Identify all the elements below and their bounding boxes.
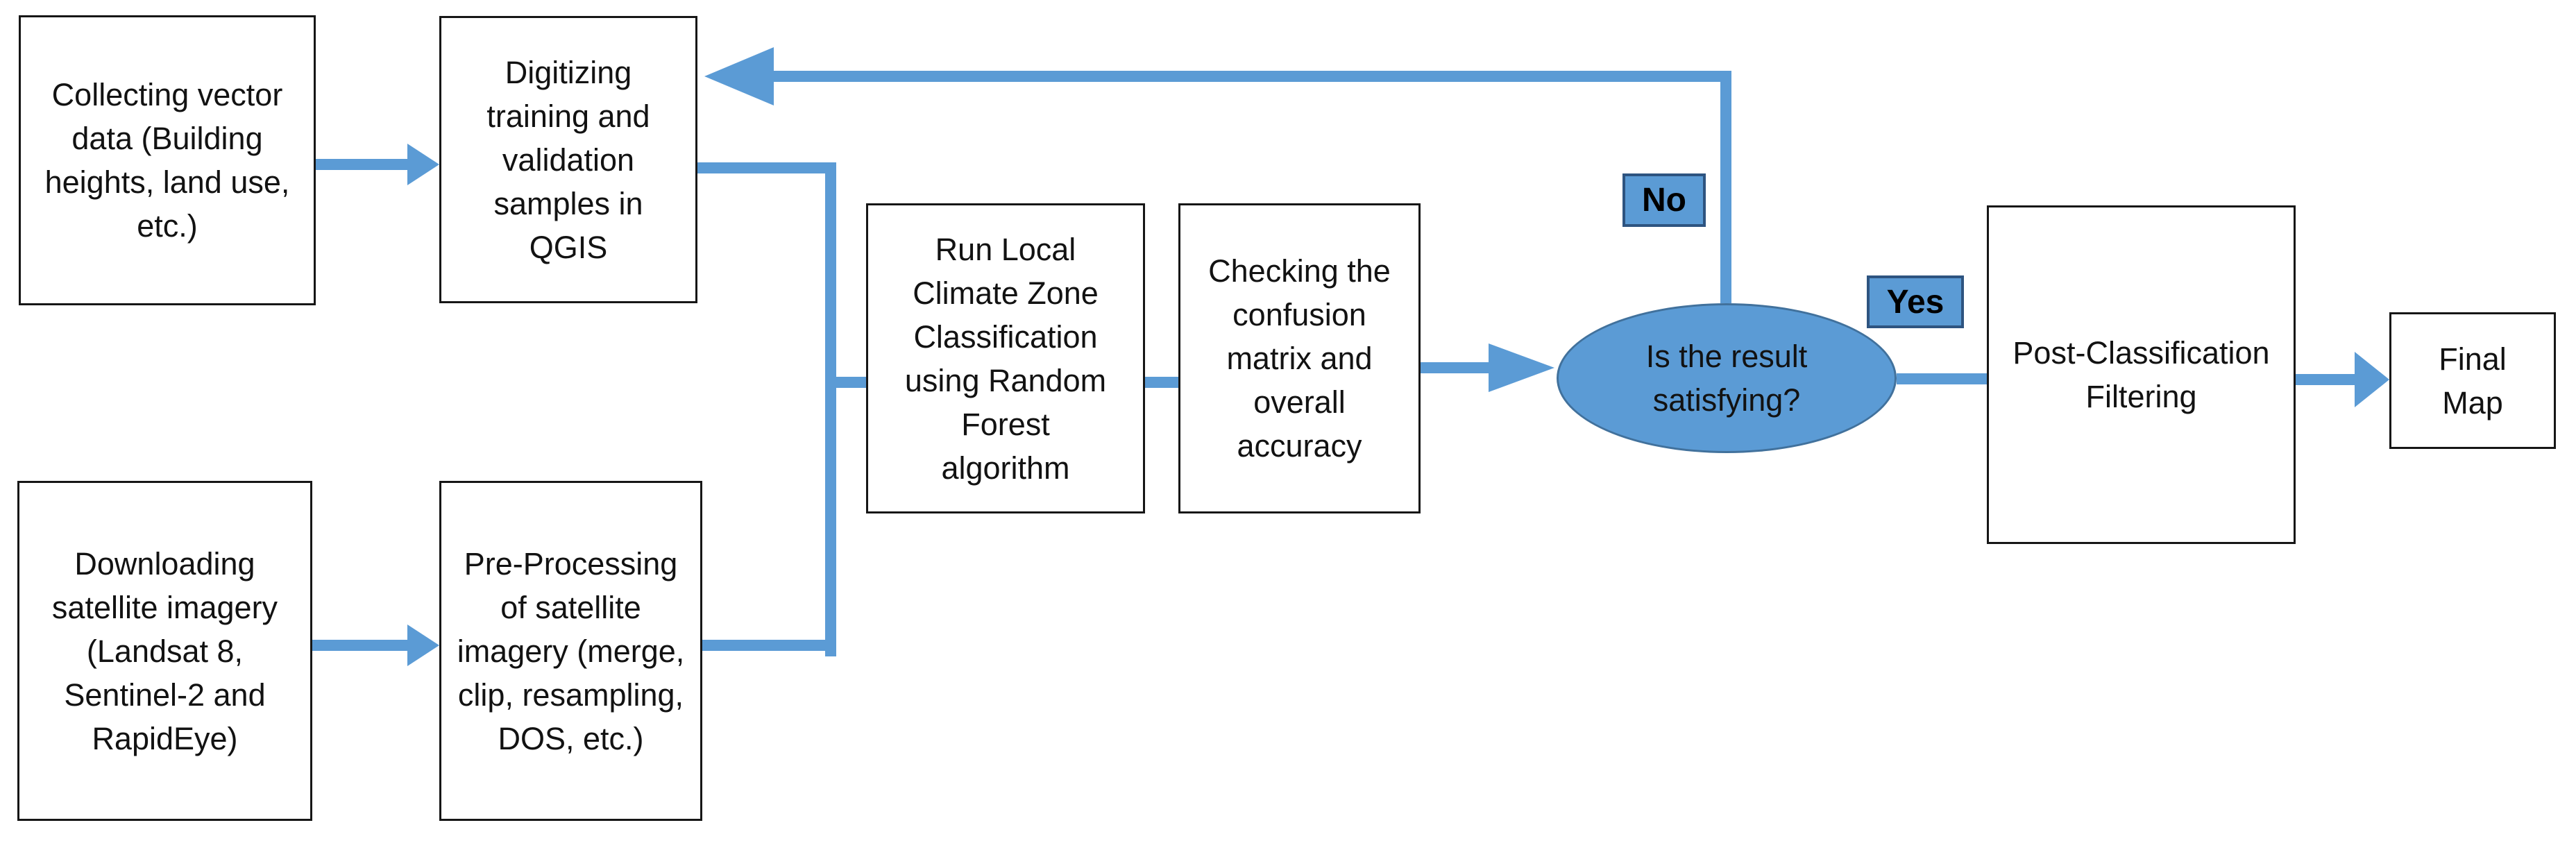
node-label: Post-Classification Filtering bbox=[2012, 335, 2270, 414]
edge-label-text: No bbox=[1642, 182, 1686, 219]
node-decision-is-result-satisfying: Is the result satisfying? bbox=[1557, 303, 1897, 453]
node-label: Downloading satellite imagery (Landsat 8… bbox=[51, 545, 278, 756]
arrow-download-to-preprocess-shaft bbox=[312, 640, 407, 651]
node-check-confusion-matrix: Checking the confusion matrix and overal… bbox=[1178, 203, 1421, 513]
node-preprocessing-satellite-imagery: Pre-Processing of satellite imagery (mer… bbox=[439, 481, 702, 821]
node-digitizing-samples-qgis: Digitizing training and validation sampl… bbox=[439, 16, 697, 303]
arrow-left-icon bbox=[704, 47, 774, 105]
node-label: Run Local Climate Zone Classification us… bbox=[904, 231, 1107, 486]
arrow-right-icon bbox=[407, 144, 439, 185]
node-label: Is the result satisfying? bbox=[1645, 339, 1808, 418]
arrow-collect-to-digitize-shaft bbox=[316, 159, 407, 170]
edge-label-no: No bbox=[1622, 173, 1706, 227]
arrow-right-icon bbox=[2355, 352, 2389, 407]
edge-label-text: Yes bbox=[1886, 283, 1944, 321]
arrow-post-to-final-shaft bbox=[2296, 374, 2355, 385]
line-merge-trunk-vertical bbox=[825, 162, 836, 656]
node-post-classification-filtering: Post-Classification Filtering bbox=[1987, 205, 2296, 544]
line-lcz-to-check bbox=[1145, 377, 1178, 388]
node-label: Checking the confusion matrix and overal… bbox=[1208, 253, 1391, 464]
node-label: Digitizing training and validation sampl… bbox=[486, 54, 650, 265]
node-label: Collecting vector data (Building heights… bbox=[44, 77, 290, 244]
line-decision-no-vertical bbox=[1720, 76, 1731, 303]
arrow-right-icon bbox=[407, 625, 439, 666]
line-digitize-to-trunk bbox=[697, 162, 836, 173]
node-final-map: Final Map bbox=[2389, 312, 2556, 449]
line-decision-yes-to-post bbox=[1897, 373, 1987, 384]
arrow-right-icon bbox=[1489, 343, 1554, 392]
node-collecting-vector-data: Collecting vector data (Building heights… bbox=[19, 15, 316, 305]
node-label: Pre-Processing of satellite imagery (mer… bbox=[457, 545, 685, 756]
arrow-check-to-decision-shaft bbox=[1421, 362, 1489, 373]
node-label: Final Map bbox=[2439, 341, 2507, 420]
node-downloading-satellite-imagery: Downloading satellite imagery (Landsat 8… bbox=[17, 481, 312, 821]
node-run-lcz-classification: Run Local Climate Zone Classification us… bbox=[866, 203, 1145, 513]
edge-label-yes: Yes bbox=[1867, 275, 1964, 328]
line-preprocess-to-trunk bbox=[702, 640, 836, 651]
line-trunk-to-lcz bbox=[825, 377, 866, 388]
line-decision-no-horizontal bbox=[774, 71, 1731, 82]
